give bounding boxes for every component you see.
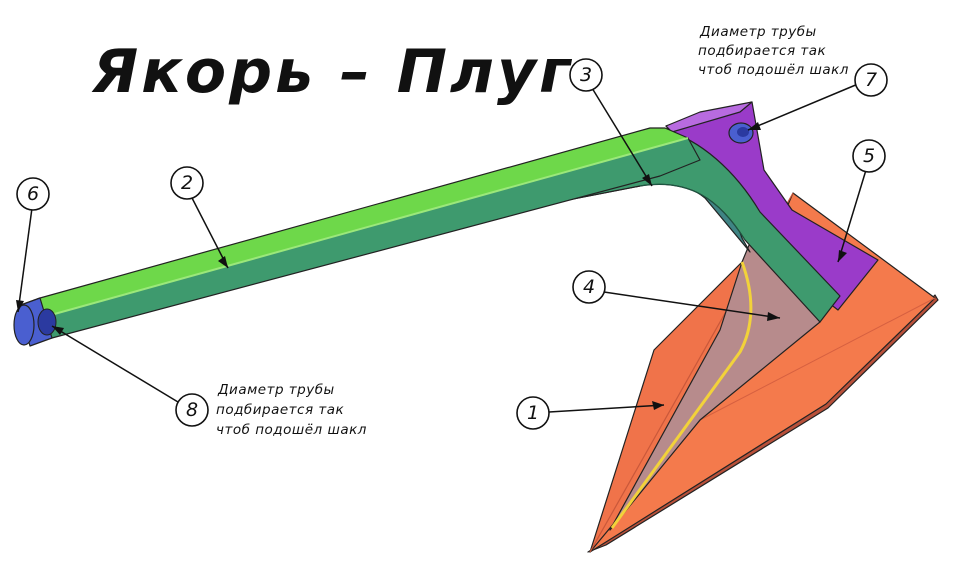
callout-8: 8: [175, 393, 209, 427]
callout-2: 2: [170, 166, 204, 200]
tail-pipe: [13, 297, 57, 347]
svg-text:3: 3: [580, 64, 592, 86]
leader-6: [17, 207, 33, 313]
callout-5: 5: [852, 139, 886, 173]
leader-7: [747, 83, 859, 131]
svg-text:2: 2: [181, 172, 193, 194]
svg-text:чтоб подошёл шакл: чтоб подошёл шакл: [216, 422, 367, 438]
svg-text:чтоб подошёл шакл: чтоб подошёл шакл: [698, 62, 849, 78]
svg-text:4: 4: [583, 276, 595, 298]
callout-1: 1: [516, 396, 550, 430]
leader-8: [51, 325, 179, 403]
svg-text:подбирается так: подбирается так: [698, 43, 827, 59]
svg-text:8: 8: [186, 399, 198, 421]
callout-4: 4: [572, 270, 606, 304]
leader-1: [548, 404, 665, 413]
svg-text:1: 1: [527, 402, 539, 424]
leader-4: [603, 291, 781, 319]
note-top: Диаметр трубы подбирается так чтоб подош…: [698, 24, 849, 78]
leader-lines: [16, 83, 867, 413]
diagram-title: Якорь – Плуг: [91, 37, 573, 107]
leader-2: [190, 195, 229, 269]
callout-3: 3: [569, 58, 603, 92]
callout-6: 6: [16, 177, 50, 211]
svg-text:Диаметр трубы: Диаметр трубы: [699, 24, 817, 40]
note-bottom: Диаметр трубы подбирается так чтоб подош…: [216, 382, 367, 438]
callout-7: 7: [854, 63, 888, 97]
svg-text:7: 7: [865, 69, 877, 91]
leader-5: [837, 169, 867, 263]
shank-arm: [17, 127, 701, 341]
leader-3: [591, 87, 653, 187]
weld-seam: [610, 261, 753, 529]
svg-text:5: 5: [863, 145, 875, 167]
svg-text:6: 6: [27, 183, 39, 205]
svg-text:подбирается так: подбирается так: [216, 402, 345, 418]
svg-text:Диаметр трубы: Диаметр трубы: [217, 382, 335, 398]
